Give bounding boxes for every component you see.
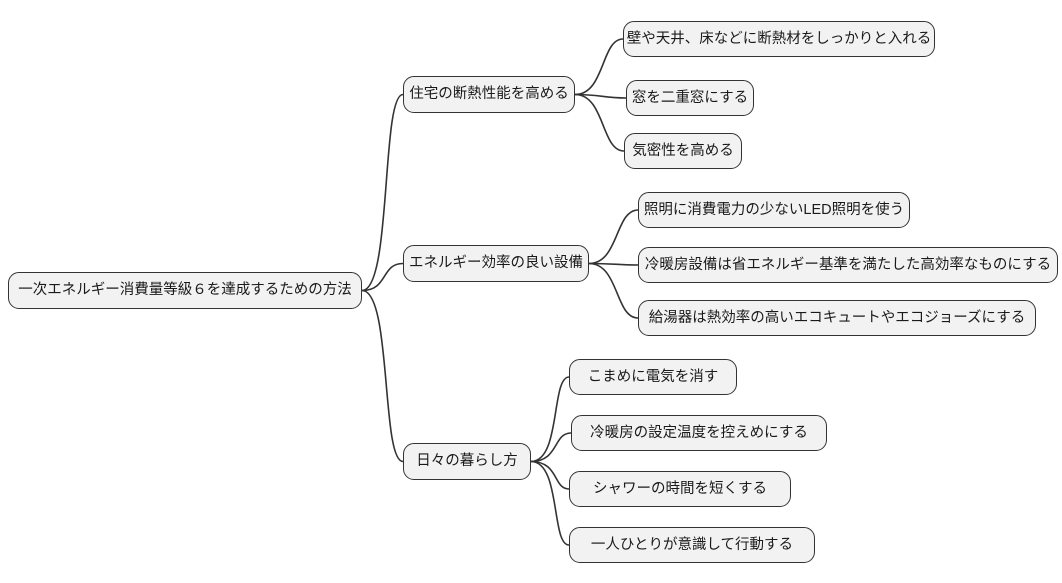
connector-branch-2-child-1 [530,432,572,463]
mindmap-leaf-node: 窓を二重窓にする [626,80,754,116]
mindmap-leaf-node: 気密性を高める [624,133,742,169]
mindmap-leaf-node: 壁や天井、床などに断熱材をしっかりと入れる [623,21,935,57]
connector-root-branch-2 [361,289,404,463]
connector-branch-2-child-3 [530,460,570,546]
mindmap-branch-node: 日々の暮らし方 [403,443,531,480]
connector-branch-2-child-0 [530,376,570,463]
mindmap-root-node: 一次エネルギー消費量等級６を達成するための方法 [8,272,362,309]
mindmap-branch-node: 住宅の断熱性能を高める [403,76,575,113]
connector-branch-0-child-2 [574,93,625,152]
mindmap-leaf-node: 給湯器は熱効率の高いエコキュートやエコジョーズにする [638,300,1036,336]
mindmap-leaf-node: 一人ひとりが意識して行動する [569,527,815,563]
mindmap-leaf-node: 照明に消費電力の少ないLED照明を使う [638,192,910,228]
mindmap-leaf-node: こまめに電気を消す [569,359,737,395]
connector-branch-1-child-0 [588,209,639,265]
connector-branch-0-child-0 [574,38,624,96]
mindmap-leaf-node: 冷暖房設備は省エネルギー基準を満たした高効率なものにする [638,247,1058,283]
connector-branch-2-child-2 [530,460,570,490]
mindmap-leaf-node: 冷暖房の設定温度を控えめにする [571,415,827,451]
connector-root-branch-1 [361,262,404,292]
connector-root-branch-0 [361,93,404,292]
connector-branch-1-child-2 [588,262,639,319]
mindmap-leaf-node: シャワーの時間を短くする [569,471,791,507]
mindmap-branch-node: エネルギー効率の良い設備 [403,245,589,282]
